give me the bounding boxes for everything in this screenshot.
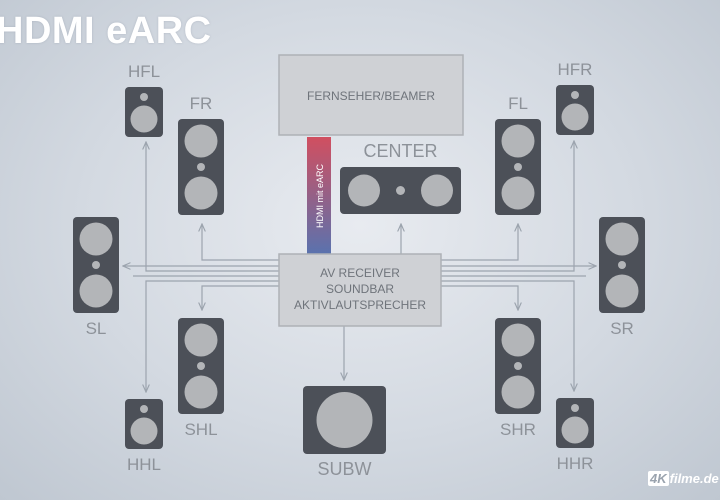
- speaker-shl-tweeter: [197, 362, 205, 370]
- speaker-center-woofer-right: [421, 174, 453, 207]
- hdmi-cable-label: HDMI mit eARC: [315, 164, 325, 229]
- speaker-fl-woofer-top: [501, 124, 535, 158]
- diagram-title: HDMI eARC: [0, 10, 212, 52]
- line-to-hfr: [441, 141, 574, 272]
- speaker-sl-woofer-bottom: [79, 274, 113, 308]
- tv-box: [278, 54, 464, 136]
- speaker-center-woofer-left: [348, 174, 380, 207]
- speaker-shl-woofer-bottom: [184, 375, 218, 409]
- speaker-fl-label: FL: [508, 94, 528, 113]
- speaker-fl-woofer-bottom: [501, 176, 535, 210]
- speaker-subw-driver: [316, 392, 373, 448]
- hdmi-cable-bar: [307, 137, 331, 254]
- speaker-center-tweeter: [396, 186, 405, 195]
- speaker-fr-woofer-bottom: [184, 176, 218, 210]
- speaker-hfr: HFR: [556, 60, 594, 135]
- receiver-box: [278, 253, 442, 327]
- speaker-fl-tweeter: [514, 163, 522, 171]
- line-to-hfl: [146, 142, 279, 272]
- speaker-sr-label: SR: [610, 319, 634, 338]
- speaker-subw: SUBW: [303, 386, 386, 479]
- speaker-hfl: HFL: [125, 62, 163, 137]
- speaker-shl-label: SHL: [184, 420, 217, 439]
- speaker-shl-woofer-top: [184, 323, 218, 357]
- speaker-shl: SHL: [178, 318, 224, 439]
- speaker-fr: FR: [178, 94, 224, 215]
- speaker-sr-tweeter: [618, 261, 626, 269]
- speaker-hhl-woofer: [130, 417, 158, 445]
- speaker-shr-tweeter: [514, 362, 522, 370]
- receiver-line-av: AV RECEIVER: [320, 266, 400, 280]
- speaker-shr-woofer-bottom: [501, 375, 535, 409]
- speaker-shr-label: SHR: [500, 420, 536, 439]
- speaker-hhr: HHR: [556, 398, 594, 473]
- speaker-fr-label: FR: [190, 94, 213, 113]
- speaker-fl: FL: [495, 94, 541, 215]
- speaker-sr: SR: [599, 217, 645, 338]
- speaker-subw-label: SUBW: [318, 459, 372, 479]
- line-to-fr: [202, 224, 279, 261]
- line-to-hhl: [146, 280, 279, 392]
- speaker-sl-label: SL: [86, 319, 107, 338]
- speaker-sl-tweeter: [92, 261, 100, 269]
- line-to-fl: [441, 224, 518, 261]
- speaker-shr: SHR: [495, 318, 541, 439]
- speaker-sl: SL: [73, 217, 119, 338]
- tv-label: FERNSEHER/BEAMER: [307, 89, 435, 103]
- speaker-sr-woofer-bottom: [605, 274, 639, 308]
- line-to-shl: [202, 285, 279, 310]
- receiver-panel: AV RECEIVER SOUNDBAR AKTIVLAUTSPRECHER: [278, 253, 442, 327]
- connection-lines: [123, 141, 596, 392]
- line-to-shr: [441, 285, 518, 310]
- speaker-hfr-woofer: [561, 103, 589, 131]
- speaker-hfr-label: HFR: [558, 60, 593, 79]
- speaker-hhr-woofer: [561, 416, 589, 444]
- speaker-hfr-tweeter: [571, 91, 579, 99]
- speaker-shr-woofer-top: [501, 323, 535, 357]
- speaker-center: CENTER: [340, 141, 461, 214]
- speaker-hfl-label: HFL: [128, 62, 160, 81]
- speaker-hhl: HHL: [125, 399, 163, 474]
- receiver-line-active: AKTIVLAUTSPRECHER: [294, 298, 426, 312]
- speaker-hfl-tweeter: [140, 93, 148, 101]
- line-to-hhr: [441, 280, 574, 391]
- speaker-sl-woofer-top: [79, 222, 113, 256]
- speaker-hhr-label: HHR: [557, 454, 594, 473]
- tv-panel: FERNSEHER/BEAMER: [278, 54, 464, 136]
- speaker-hhl-label: HHL: [127, 455, 161, 474]
- speaker-fr-tweeter: [197, 163, 205, 171]
- receiver-line-soundbar: SOUNDBAR: [326, 282, 394, 296]
- hdmi-cable: HDMI mit eARC: [307, 137, 331, 254]
- speakers-layer: HFL FR CENTER FL HFR SL SR SHL SHR HHL HHR SUBW: [73, 60, 645, 479]
- speaker-hhl-tweeter: [140, 405, 148, 413]
- watermark-badge: 4K: [648, 471, 669, 486]
- speaker-hhr-tweeter: [571, 404, 579, 412]
- speaker-fr-woofer-top: [184, 124, 218, 158]
- watermark-text: filme.de: [669, 471, 719, 486]
- speaker-sr-woofer-top: [605, 222, 639, 256]
- speaker-hfl-woofer: [130, 105, 158, 133]
- speaker-center-label: CENTER: [363, 141, 437, 161]
